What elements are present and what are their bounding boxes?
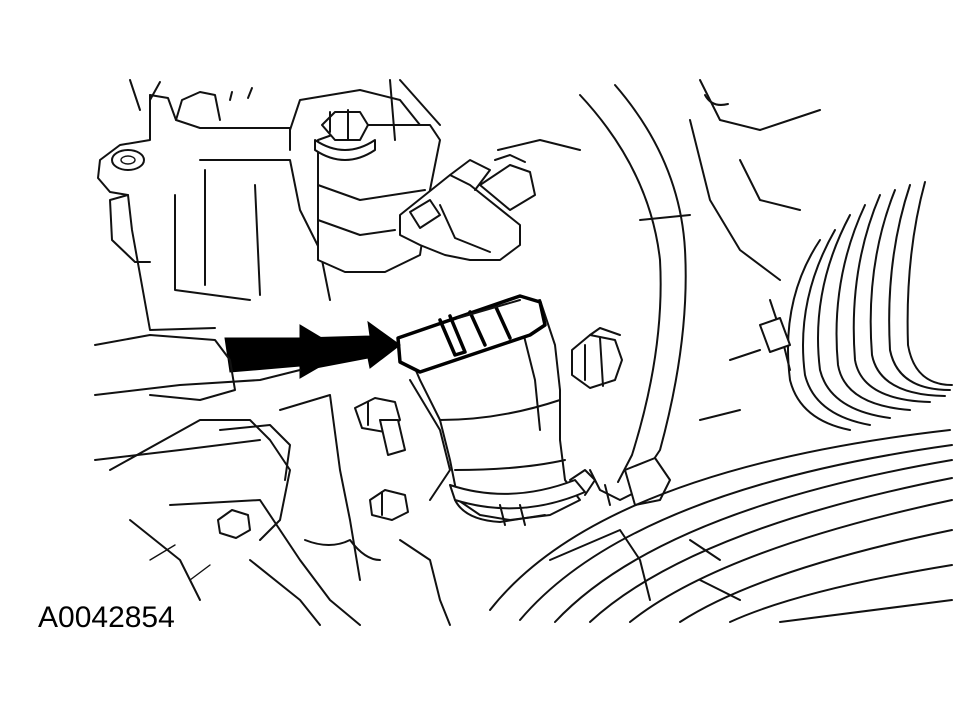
right-bolt <box>571 327 623 389</box>
hose-clamp-upper <box>396 294 547 374</box>
engine-lower-left <box>94 334 741 626</box>
filled-arrow-icon <box>299 320 401 371</box>
hose-clamp-lower <box>449 469 596 526</box>
engine-upper-right <box>689 79 821 421</box>
figure-id-label: A0042854 <box>38 601 175 634</box>
lower-bolts <box>217 397 409 539</box>
callout-arrows <box>224 320 401 379</box>
vertical-pipe <box>579 84 691 506</box>
pulley-assembly <box>489 181 953 623</box>
engine-bracket <box>97 79 331 331</box>
electrical-connector <box>399 139 581 261</box>
